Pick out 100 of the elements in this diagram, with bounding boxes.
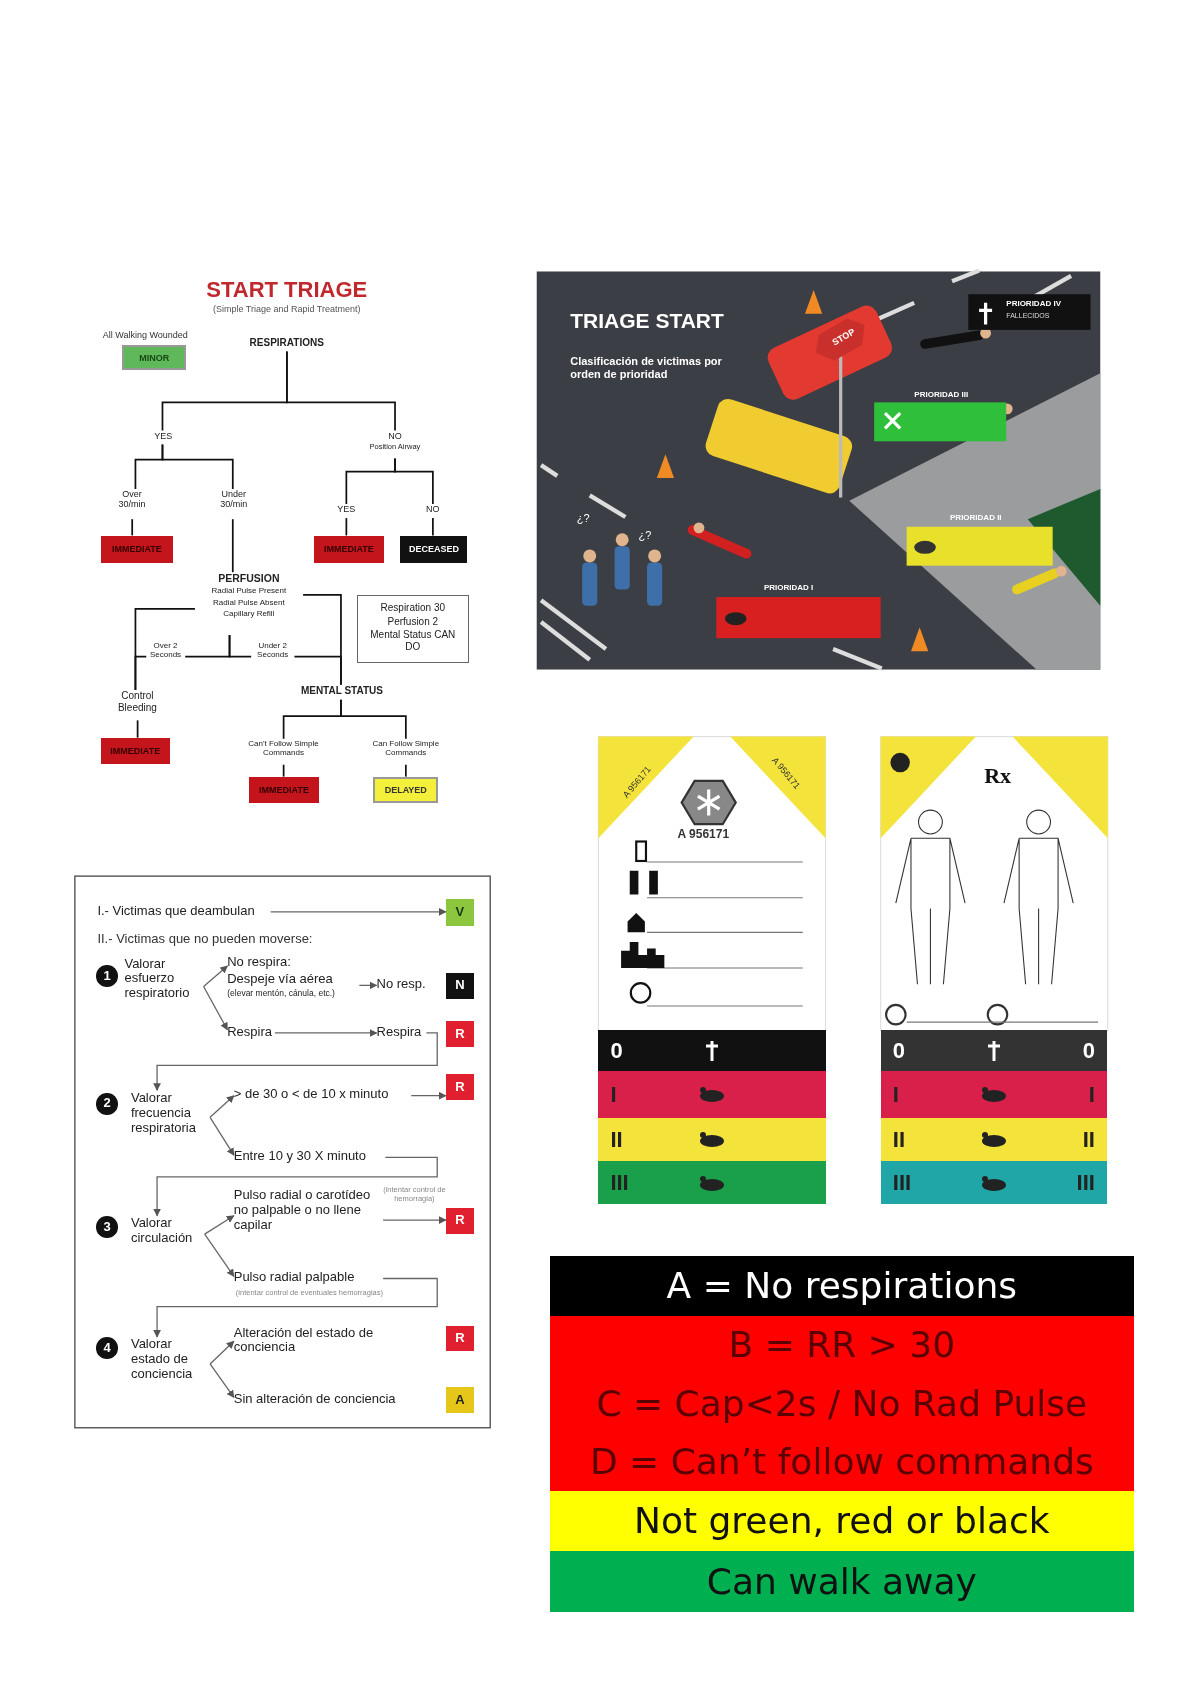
info-card	[357, 595, 469, 664]
chart-subtitle: (Simple Triage and Rapid Treatment)	[211, 304, 362, 315]
branch-label: Under 30/min	[209, 489, 258, 520]
category-box: DECEASED	[400, 535, 468, 563]
branch-label: YES	[150, 430, 177, 445]
branch-label: YES	[333, 504, 360, 519]
branch-label: NO	[387, 430, 403, 441]
band-number: 0	[610, 1038, 623, 1064]
step-text: Despeje vía aérea	[227, 972, 334, 988]
tag-number: A 956171	[676, 827, 731, 842]
criterion-text: Respiration 30	[379, 602, 447, 614]
band-number: II	[610, 1126, 623, 1153]
criterion-text: Radial Pulse Absent	[212, 597, 286, 607]
step-text: > de 30 o < de 10 x minuto	[233, 1087, 412, 1105]
criterion-text: Capillary Refill	[222, 608, 276, 619]
step-label: Control Bleeding	[108, 690, 167, 721]
priority-heading: PRIORIDAD IV	[1006, 298, 1062, 308]
step-text: I.- Victimas que deambulan	[97, 903, 271, 921]
step-text: Entre 10 y 30 X minuto	[233, 1149, 386, 1167]
rule-text: A = No respirations	[666, 1265, 1018, 1307]
arrow	[209, 1116, 235, 1156]
arrow	[153, 1277, 438, 1338]
poster-subtitle: Clasificación de victimas por orden de prioridad	[570, 354, 723, 381]
step-text: Pulso radial palpable	[233, 1270, 384, 1288]
connector-line	[282, 763, 285, 778]
step-text: Valorar esfuerzo respiratorio	[124, 956, 204, 1013]
arrow	[202, 985, 229, 1031]
band-number: I	[610, 1081, 617, 1108]
branch-label: Under 2 Seconds	[251, 640, 295, 676]
band-number: I	[892, 1081, 899, 1108]
category-box: IMMEDIATE	[313, 535, 385, 563]
step-number: 1	[96, 965, 118, 987]
category-box: R	[445, 1207, 474, 1234]
connector-line	[131, 518, 134, 537]
branch-label: Over 30/min	[112, 489, 152, 520]
question-mark: ¿?	[576, 511, 591, 525]
criterion-text: Radial Pulse Present	[210, 586, 288, 596]
branch-label: Can Follow Simple Commands	[360, 739, 452, 765]
poster-title: TRIAGE START	[570, 309, 725, 334]
section-heading: II.- Victimas que no pueden moverse:	[97, 931, 314, 947]
criterion-heading: PERFUSION	[217, 572, 281, 585]
criterion-text: Perfusion 2	[386, 615, 440, 628]
branch-label: NO	[419, 504, 446, 519]
band-number: II	[892, 1126, 905, 1153]
connector-line	[134, 655, 148, 691]
connector-line	[228, 634, 253, 658]
band-number: 0	[1082, 1038, 1095, 1064]
arrow	[274, 1029, 378, 1037]
connector-line	[161, 443, 234, 490]
step-text: No resp.	[376, 977, 438, 995]
arrow	[204, 1233, 235, 1277]
category-box: R	[445, 1325, 474, 1352]
arrow	[358, 981, 378, 990]
arrow	[209, 1095, 235, 1118]
priority-band	[880, 1161, 1107, 1205]
step-number: 4	[96, 1337, 118, 1360]
connector-line	[394, 457, 434, 505]
decision-label: MENTAL STATUS	[292, 684, 392, 701]
step-text: Valorar circulación	[130, 1216, 205, 1253]
connector-line	[231, 518, 234, 574]
step-text: Sin alteración de conciencia	[233, 1391, 438, 1409]
category-box: IMMEDIATE	[100, 535, 174, 563]
band-number: III	[892, 1170, 912, 1196]
branch-label: Can't Follow Simple Commands	[238, 739, 329, 765]
band-number: III	[1076, 1170, 1095, 1196]
connector-line	[405, 763, 407, 778]
arrow	[153, 1156, 438, 1217]
category-box: DELAYED	[373, 776, 439, 803]
code-band	[549, 1491, 1134, 1551]
code-band	[549, 1550, 1134, 1613]
decision-label: RESPIRATIONS	[246, 336, 327, 352]
rule-text: Can walk away	[706, 1560, 977, 1603]
code-band	[549, 1256, 1134, 1316]
step-text: Alteración del estado de conciencia	[233, 1325, 375, 1363]
rule-text: B = RR > 30	[728, 1324, 956, 1366]
arrow	[270, 907, 447, 916]
code-band	[549, 1315, 1134, 1492]
arrow	[204, 1215, 235, 1235]
rule-text: C = Cap<2s / No Rad Pulse	[596, 1382, 1088, 1425]
rule-text: D = Can’t follow commands	[589, 1441, 1094, 1483]
step-text: Valorar estado de conciencia	[130, 1337, 210, 1392]
connector-line	[345, 517, 348, 537]
arrow	[153, 1032, 438, 1092]
priority-band	[598, 1030, 826, 1072]
step-note: (elevar mentón, cánula, etc.)	[227, 989, 336, 1000]
priority-heading: PRIORIDAD III	[914, 389, 970, 399]
arrow	[382, 1216, 447, 1224]
rule-text: Not green, red or black	[634, 1500, 1050, 1542]
arrow	[209, 1340, 235, 1365]
chart-title: START TRIAGE	[205, 277, 369, 303]
connector-line	[293, 655, 342, 686]
branch-label: Over 2 Seconds	[146, 640, 185, 676]
arrow	[202, 965, 229, 988]
category-box: R	[445, 1021, 474, 1048]
category-box: R	[445, 1074, 474, 1101]
step-text: Valorar frecuencia respiratoria	[130, 1090, 210, 1145]
category-box: IMMEDIATE	[100, 737, 170, 764]
priority-band	[598, 1161, 826, 1205]
priority-band	[880, 1071, 1107, 1118]
step-text: No respira:	[227, 955, 292, 971]
